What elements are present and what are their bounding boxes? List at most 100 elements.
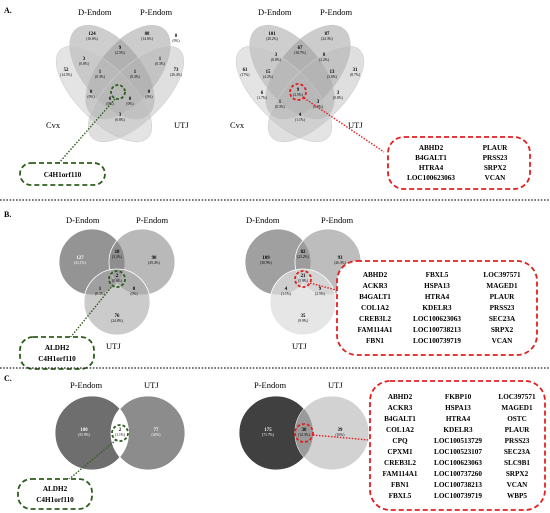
- b-right-label-p-endom: P-Endom: [321, 215, 354, 225]
- c-left-label-utj: UTJ: [144, 380, 159, 390]
- panel-a-letter: A.: [4, 6, 12, 15]
- a-left-pct: (0.8%): [79, 62, 90, 66]
- red-highlight-circle: [289, 83, 307, 101]
- a-right-pct: (1.1%): [295, 118, 306, 122]
- gene-name: HSPA13: [445, 404, 471, 412]
- a-right-count: 61: [243, 68, 248, 73]
- b-right-label-d-endom: D-Endom: [246, 215, 280, 225]
- c-left-label-p-endom: P-Endom: [70, 380, 103, 390]
- b-left-pct: (3.2%): [112, 255, 123, 259]
- a-right-pct: (24.3%): [321, 37, 333, 41]
- gene-name: CREB3L2: [384, 459, 416, 467]
- green-gene-box: [17, 478, 93, 510]
- a-right-count: 3: [275, 53, 278, 58]
- green-highlight-circle: [108, 270, 126, 288]
- c-left-pct: (43%): [152, 433, 162, 437]
- b-right-pct: (1.1%): [281, 292, 292, 296]
- b-left-pct: (0.3%): [95, 292, 106, 296]
- gene-name: FBN1: [366, 337, 384, 345]
- c-right-count: 30: [302, 428, 307, 433]
- b-left-pct: (29.4%): [148, 261, 160, 265]
- c-right-label-p-endom: P-Endom: [254, 380, 287, 390]
- b-right-count: 9: [319, 287, 322, 292]
- c-right-pct: (16%): [336, 433, 346, 437]
- c-right-count: 39: [338, 428, 343, 433]
- c-left-pct: (55.9%): [78, 433, 90, 437]
- gene-name: KDELR3: [422, 304, 452, 312]
- b-left-count: 90: [152, 256, 157, 261]
- b-left-pct: (0%): [130, 292, 138, 296]
- gene-name: PLAUR: [483, 144, 509, 152]
- gene-name: LOC100513729: [434, 437, 482, 445]
- a-right-pct: (2.5%): [293, 93, 304, 97]
- b-left-count: 1: [99, 287, 102, 292]
- gene-name: ABHD2: [363, 271, 388, 279]
- gene-name: MAGED1: [501, 404, 533, 412]
- a-right-count: 1: [279, 100, 282, 105]
- a-right-count: 101: [268, 32, 276, 37]
- a-right-label-cvx: Cvx: [230, 120, 245, 130]
- gene-name: FBN1: [391, 481, 409, 489]
- a-right-count: 8: [323, 53, 326, 58]
- c-left-count: 100: [80, 428, 88, 433]
- a-left-count: 9: [119, 46, 122, 51]
- gene-name: ALDH2: [45, 344, 70, 352]
- green-gene-box: [19, 336, 95, 370]
- a-left-pct: (14.5%): [60, 73, 72, 77]
- gene-name: SRPX2: [506, 470, 529, 478]
- a-left-pct: (0.3%): [130, 75, 141, 79]
- gene-name: C4H1orf110: [36, 496, 74, 504]
- gene-name: FBXL5: [389, 492, 412, 500]
- a-left-count: 3: [83, 57, 86, 62]
- b-right-pct: (9.9%): [298, 319, 309, 323]
- b-right-count: 35: [301, 314, 306, 319]
- gene-name: LOC100738213: [434, 481, 482, 489]
- gene-name: ABHD2: [388, 393, 413, 401]
- a-left-count: 1: [134, 70, 137, 75]
- gene-name: B4GALT1: [415, 154, 447, 162]
- c-right-pct: (12.3%): [298, 433, 310, 437]
- gene-name: FAM114A1: [383, 470, 418, 478]
- green-connector: [69, 284, 114, 339]
- a-left-count: 0: [148, 90, 151, 95]
- a-left-pct: (16.6%): [86, 37, 98, 41]
- a-left-label-cvx: Cvx: [46, 120, 61, 130]
- a-right-count: 4: [299, 113, 302, 118]
- b-left-count: 76: [115, 314, 120, 319]
- a-right-count: 13: [330, 70, 335, 75]
- a-right-label-utj: UTJ: [348, 120, 363, 130]
- gene-name: B4GALT1: [384, 415, 416, 423]
- gene-name: PLAUR: [505, 426, 531, 434]
- gene-name: LOC100739719: [413, 337, 461, 345]
- b-left-label-d-endom: D-Endom: [66, 215, 100, 225]
- b-left-label-p-endom: P-Endom: [136, 215, 169, 225]
- a-left-pct: (0%): [87, 95, 95, 99]
- a-right-label-p-endom: P-Endom: [320, 7, 353, 17]
- gene-name: ACKR3: [388, 404, 413, 412]
- gene-name: B4GALT1: [359, 293, 391, 301]
- a-left-label-utj: UTJ: [174, 120, 189, 130]
- b-right-count: 4: [285, 287, 288, 292]
- gene-name: C4H1orf110: [44, 171, 82, 179]
- red-highlight-circle: [294, 423, 314, 443]
- b-right-count: 21: [301, 274, 306, 279]
- b-right-count: 93: [338, 256, 343, 261]
- gene-name: FAM114A1: [358, 326, 393, 334]
- panel-b-letter: B.: [4, 210, 11, 219]
- gene-name: LOC100523107: [434, 448, 482, 456]
- b-left-count: 2: [116, 274, 119, 279]
- c-right-pct: (71.7%): [262, 433, 274, 437]
- a-left-pct: (20.4%): [170, 73, 182, 77]
- a-left-pct: (2.5%): [115, 51, 126, 55]
- a-right-count: 31: [353, 68, 358, 73]
- b-right-pct: (30.9%): [260, 261, 272, 265]
- a-left-count: 1: [99, 70, 102, 75]
- gene-name: KDELR3: [443, 426, 473, 434]
- a-right-count: 6: [261, 91, 264, 96]
- gene-name: CPQ: [392, 437, 408, 445]
- green-gene-box: [19, 162, 106, 186]
- c-right-label-utj: UTJ: [328, 380, 343, 390]
- gene-name: CPXM1: [387, 448, 413, 456]
- gene-name: LOC100623063: [434, 459, 482, 467]
- gene-name: SRPX2: [491, 326, 514, 334]
